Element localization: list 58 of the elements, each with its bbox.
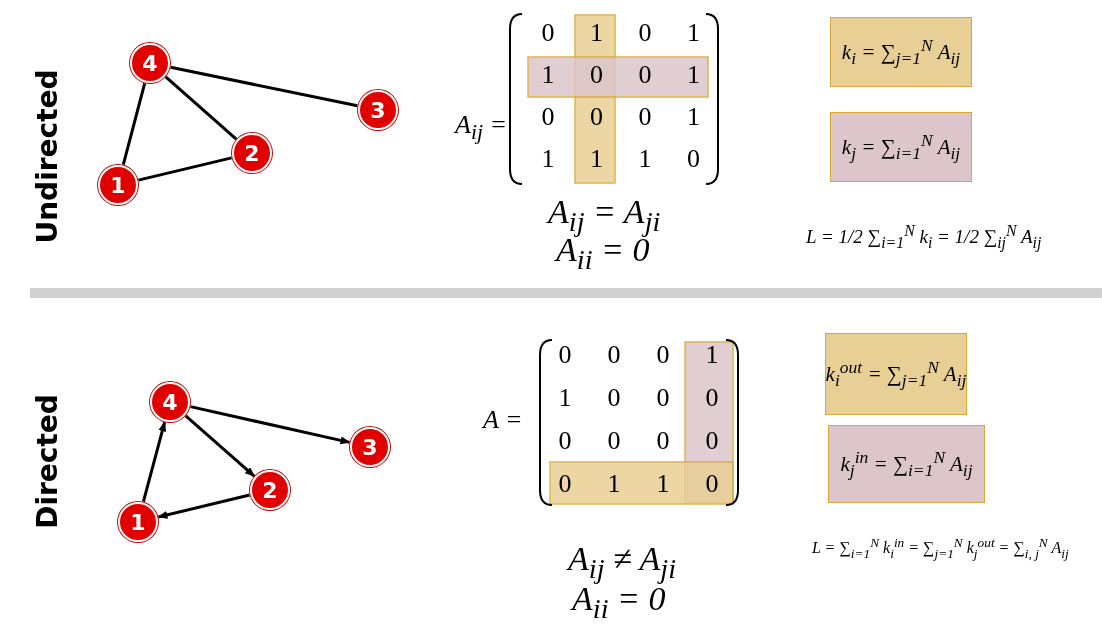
matrix-entry: 1 bbox=[704, 340, 720, 370]
matrix-entry: 0 bbox=[655, 383, 671, 413]
matrix-entry: 1 bbox=[557, 383, 573, 413]
matrix-entry: 0 bbox=[589, 102, 604, 132]
section-label: Undirected bbox=[30, 69, 64, 244]
arrow bbox=[190, 405, 351, 445]
vertex-circle: 3 bbox=[358, 90, 398, 130]
arrow bbox=[157, 493, 250, 519]
arrow bbox=[184, 414, 256, 478]
matrix-name: A = bbox=[483, 405, 523, 435]
formula-box: k$_{j}$$^{in}$ = ∑$_{i=1}$$^{N}$ A$_{ij}$ bbox=[828, 425, 985, 503]
matrix-entry: 0 bbox=[557, 469, 573, 499]
matrix-entry: 0 bbox=[589, 60, 604, 90]
matrix-entry: 1 bbox=[606, 469, 622, 499]
formula-box: k$_{j}$ = ∑$_{i=1}$$^{N}$ A$_{ij}$ bbox=[830, 112, 972, 182]
formula: L = ∑$_{i=1}$$^{N}$ k$_{i}$$^{in}$ = ∑$_{j=1}$$^{N}$ k$_{j}$$^{out}$ = ∑$_{i, j}$$^{N}$ A$_{ij}$ bbox=[812, 535, 1069, 562]
matrix-entry: 0 bbox=[637, 102, 653, 132]
vertex-circle: 4 bbox=[130, 43, 170, 83]
matrix-entry: 0 bbox=[606, 340, 622, 370]
arrow bbox=[141, 421, 167, 503]
edge-line bbox=[164, 75, 238, 141]
vertex-circle: 2 bbox=[232, 133, 272, 173]
matrix-entry: 1 bbox=[589, 18, 604, 48]
matrix-entry: 1 bbox=[540, 144, 556, 174]
matrix-name: A$_{ij}$ = bbox=[455, 110, 507, 146]
vertex-circle: 2 bbox=[250, 470, 290, 510]
matrix-entry: 0 bbox=[704, 383, 720, 413]
matrix-entry: 0 bbox=[704, 469, 720, 499]
formula: L = 1/2 ∑$_{i=1}$$^{N}$ k$_{i}$ = 1/2 ∑$_{ij}$$^{N}$ A$_{ij}$ bbox=[806, 222, 1042, 253]
matrix-entry: 0 bbox=[540, 102, 556, 132]
matrix-entry: 0 bbox=[655, 426, 671, 456]
matrix-entry: 1 bbox=[589, 144, 604, 174]
matrix-entry: 1 bbox=[540, 60, 556, 90]
matrix-entry: 0 bbox=[704, 426, 720, 456]
edge-line bbox=[170, 65, 358, 108]
matrix-entry: 0 bbox=[637, 18, 653, 48]
matrix-entry: 1 bbox=[686, 102, 701, 132]
matrix-entry: 0 bbox=[606, 426, 622, 456]
matrix-entry: 0 bbox=[557, 426, 573, 456]
vertex-circle: 4 bbox=[150, 382, 190, 422]
matrix-entry: 1 bbox=[686, 18, 701, 48]
matrix-entry: 0 bbox=[606, 383, 622, 413]
matrix-entry: 0 bbox=[557, 340, 573, 370]
matrix-entry: 1 bbox=[637, 144, 653, 174]
vertex-circle: 1 bbox=[118, 502, 158, 542]
edge-line bbox=[121, 82, 147, 166]
vertex-circle: 3 bbox=[350, 427, 390, 467]
matrix-entry: 0 bbox=[655, 340, 671, 370]
matrix-entry: 1 bbox=[686, 60, 701, 90]
formula-box: k$_{i}$ = ∑$_{j=1}$$^{N}$ A$_{ij}$ bbox=[830, 17, 972, 87]
section-label: Directed bbox=[30, 394, 64, 529]
matrix-entry: 0 bbox=[686, 144, 701, 174]
formula-box: k$_{i}$$^{out}$ = ∑$_{j=1}$$^{N}$ A$_{ij}$ bbox=[825, 333, 967, 415]
matrix-entry: 1 bbox=[655, 469, 671, 499]
edge-line bbox=[138, 156, 232, 182]
vertex-circle: 1 bbox=[98, 165, 138, 205]
matrix-entry: 0 bbox=[540, 18, 556, 48]
matrix-entry: 0 bbox=[637, 60, 653, 90]
